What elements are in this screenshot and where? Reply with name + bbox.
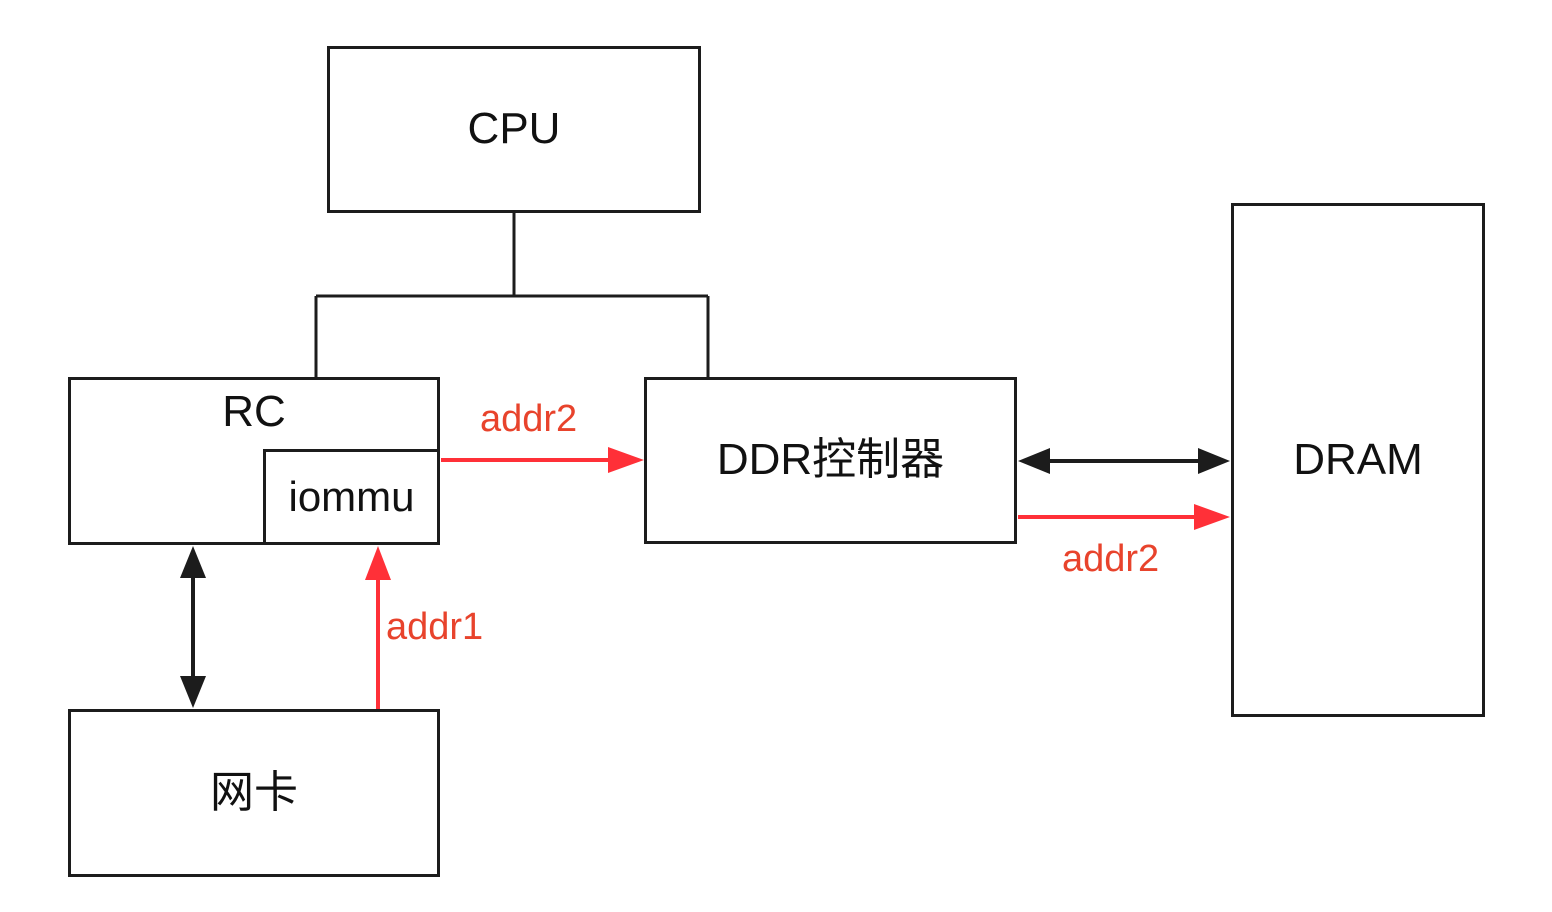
node-rc-label: RC: [222, 387, 286, 436]
node-network-card-label: 网卡: [210, 767, 298, 817]
node-ddr-controller: DDR控制器: [644, 377, 1017, 544]
node-dram-label: DRAM: [1293, 434, 1423, 484]
rc-nic-double-arrow: [180, 546, 206, 708]
node-dram: DRAM: [1231, 203, 1485, 717]
rc-to-ddr-arrow: [441, 447, 644, 473]
node-cpu: CPU: [327, 46, 701, 213]
node-iommu: iommu: [263, 449, 440, 545]
edge-label-addr2-rc-to-ddr: addr2: [480, 398, 578, 440]
node-ddr-controller-label: DDR控制器: [716, 435, 945, 485]
node-network-card: 网卡: [68, 709, 440, 877]
node-iommu-label: iommu: [288, 472, 415, 520]
edge-label-addr2-ddr-to-dram: addr2: [1062, 538, 1160, 580]
ddr-dram-double-arrow: [1018, 448, 1230, 474]
node-cpu-label: CPU: [467, 104, 561, 154]
cpu-bus-connector: [314, 213, 710, 377]
ddr-to-dram-arrow: [1018, 504, 1230, 530]
edge-label-addr1-nic-to-iommu: addr1: [386, 606, 484, 648]
